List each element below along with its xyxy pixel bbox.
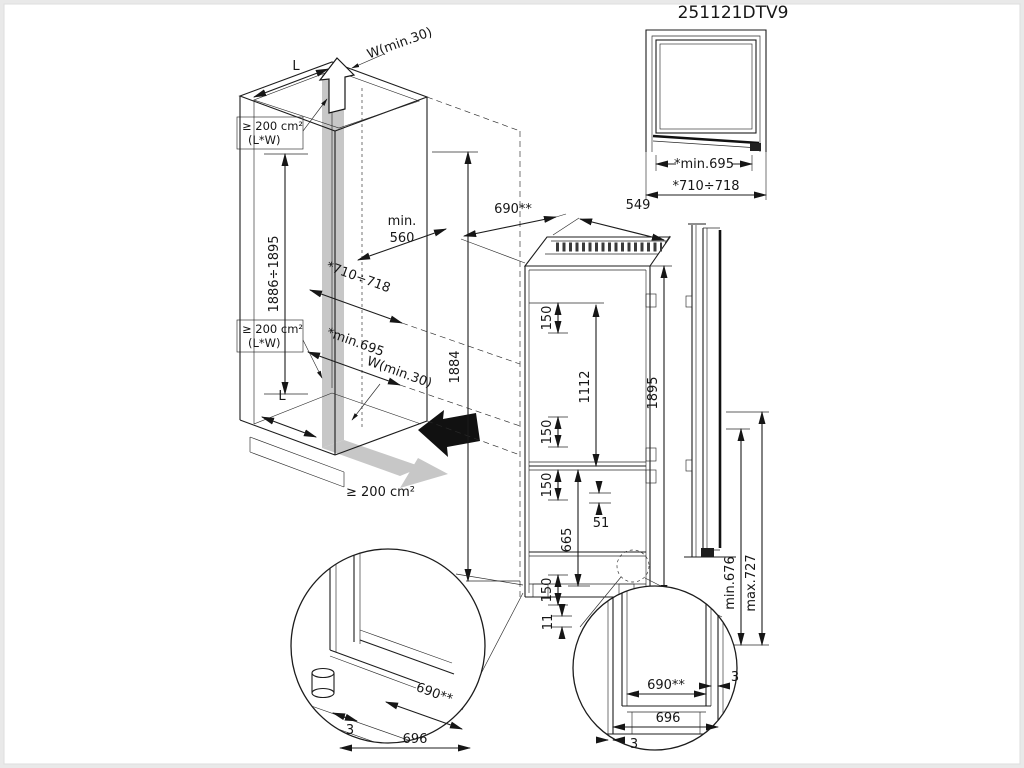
dim-hinge-offset: 51 (593, 516, 610, 531)
dim-detail-right-gap-right: 3 (731, 670, 739, 685)
edge-label-bottom: L (278, 389, 286, 404)
side-hinge-bottom (685, 459, 693, 472)
dim-niche-height: 1884 (448, 350, 463, 383)
detail-right: 690** 696 3 3 (572, 576, 739, 752)
detail-circle-right (572, 585, 738, 751)
dim-gap-bottom: 150 (540, 578, 555, 603)
vent-area-top-label2: (L*W) (248, 133, 281, 147)
dim-detail-right-total: 696 (656, 711, 681, 726)
dim-detail-right-gap-left: 3 (630, 737, 638, 752)
dim-max-height: max.727 (744, 554, 759, 611)
hinge-middle-lower (645, 469, 657, 484)
edge-label-top: L (292, 59, 300, 74)
door-hinge (750, 143, 761, 151)
dim-min-height: min.676 (723, 556, 738, 609)
vent-channel-bottom (322, 440, 422, 476)
hinge-top (645, 293, 657, 308)
dim-detail-left-gap: 3 (346, 723, 354, 738)
vent-area-top-label1: ≥ 200 cm² (242, 119, 303, 133)
vent-area-mid-label2: (L*W) (248, 336, 281, 350)
dim-detail-right-width: 690** (647, 678, 685, 693)
drawing-sheet (3, 3, 1021, 765)
detail-marker-circle (616, 549, 650, 583)
dim-appliance-width: 690** (494, 202, 532, 217)
iso-view: 1886÷1895 1884 min. 560 *710÷718 *min.69… (236, 25, 521, 597)
side-hinge-top (685, 295, 693, 308)
dim-gap-middle: 150 (540, 420, 555, 445)
dim-detail-left-total: 696 (403, 732, 428, 747)
detail-circle-left (290, 548, 486, 744)
dim-plan-min-depth: *min.695 (674, 157, 734, 172)
vent-area-mid-label1: ≥ 200 cm² (242, 322, 303, 336)
side-view: min.676 max.727 (684, 223, 769, 647)
plan-view: *min.695 *710÷718 (644, 29, 768, 200)
dim-plinth-gap: 11 (541, 614, 556, 631)
dim-gap-top: 150 (540, 306, 555, 331)
dim-freezer-height: 665 (560, 528, 575, 553)
model-number: 251121DTV9 (678, 3, 789, 23)
dim-min-560-label2: 560 (390, 231, 415, 246)
dim-upper-door-height: 1112 (578, 370, 593, 403)
dim-niche-height-range: 1886÷1895 (267, 235, 282, 312)
dim-appliance-depth: 549 (626, 198, 651, 213)
dim-plan-width: *710÷718 (672, 179, 739, 194)
hinge-middle-upper (645, 447, 657, 462)
dim-min-560-label1: min. (388, 214, 417, 229)
dim-gap-freezer: 150 (540, 473, 555, 498)
detail-left: 3 690** 696 (290, 548, 524, 752)
vent-flow-arrow (400, 458, 448, 488)
side-foot (701, 548, 714, 557)
dim-appliance-height: 1895 (646, 376, 661, 409)
front-view: 690** 549 150 1112 150 150 51 665 150 (460, 198, 672, 640)
vent-area-bottom-label: ≥ 200 cm² (346, 485, 415, 500)
